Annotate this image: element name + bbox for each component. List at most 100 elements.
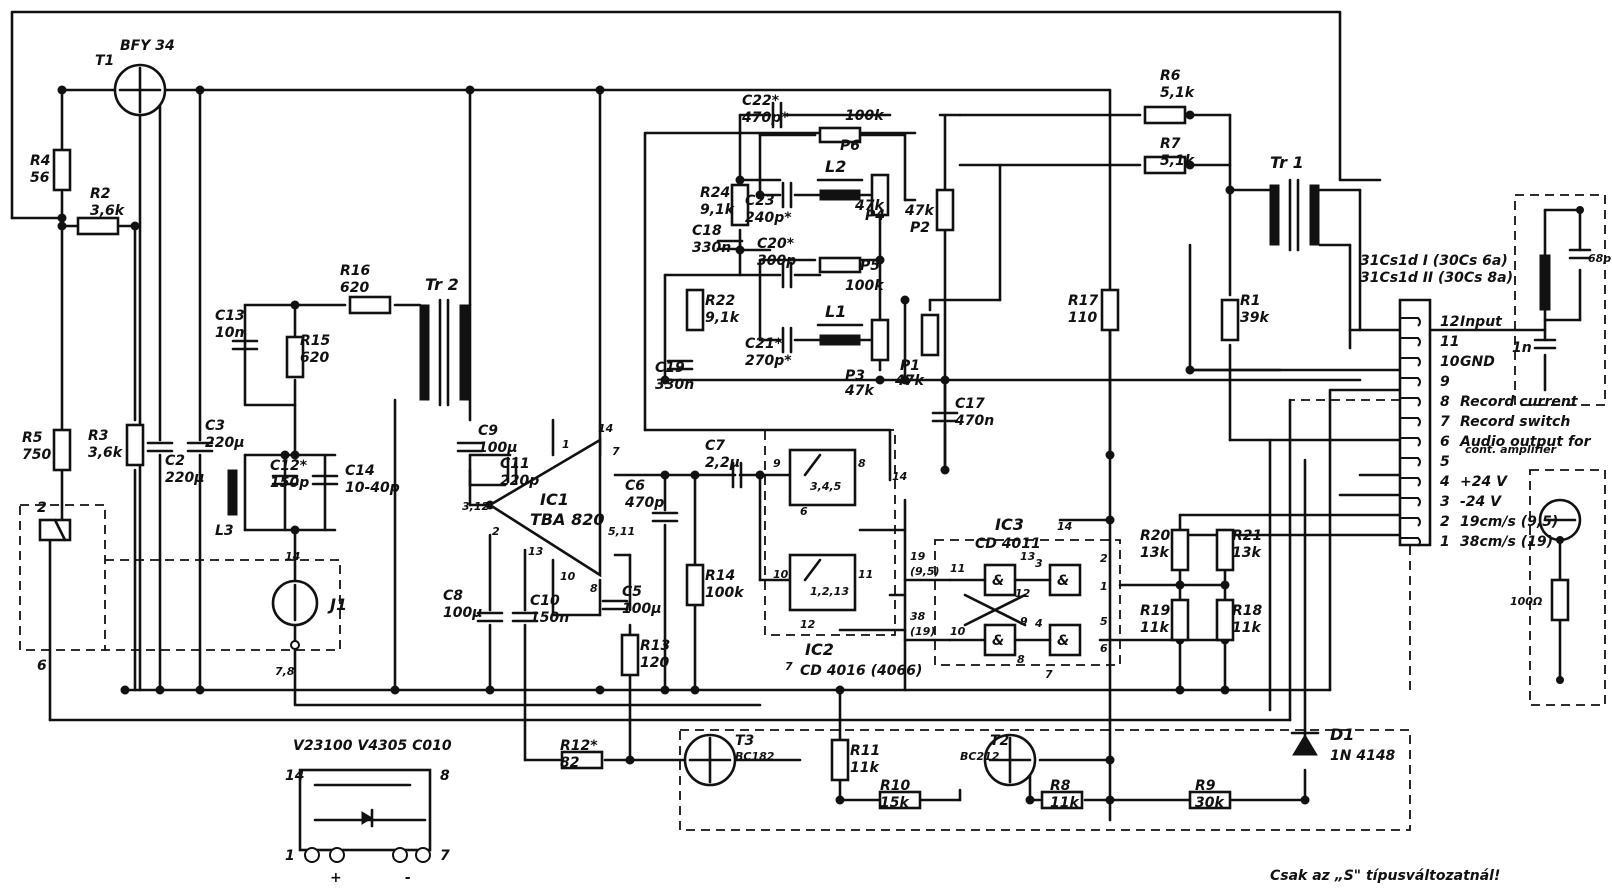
r3-ref: R3 <box>88 428 109 444</box>
r3-value: 3,6k <box>88 445 124 461</box>
c21-value: 270p* <box>745 353 792 369</box>
inductor-l1: L1 <box>816 302 864 346</box>
head-label-1: 31Cs1d I (30Cs 6a) <box>1360 253 1508 269</box>
c13-value: 10n <box>215 325 244 341</box>
junction-dot <box>465 85 475 95</box>
c12-ref: C12* <box>270 458 308 474</box>
connector-pin-label: GND <box>1460 354 1495 370</box>
c23-value: 240p* <box>745 210 792 226</box>
pin-label-ic1-2: 2 <box>492 525 500 538</box>
transformer-tr1: Tr 1 <box>1269 153 1320 252</box>
c8-ref: C8 <box>443 588 463 604</box>
connector-pin-number: 12 <box>1440 314 1459 330</box>
junction-dot <box>390 685 400 695</box>
relay-pin-7: 7 <box>440 848 450 864</box>
pin-label-sw1-9: 9 <box>773 457 781 470</box>
r10-value: 15k <box>880 795 910 811</box>
c20-ref: C20* <box>757 236 795 252</box>
r15-ref: R15 <box>300 333 331 349</box>
pin-label-sw1-8: 8 <box>858 457 866 470</box>
r6-value: 5,1k <box>1160 85 1196 101</box>
junction-dot <box>660 375 670 385</box>
r10-ref: R10 <box>880 778 911 794</box>
junction-dot <box>755 470 765 480</box>
connector-pin-number: 4 <box>1439 474 1450 490</box>
c5-value: 100μ <box>622 601 662 617</box>
p4-value: 47k <box>854 198 885 214</box>
resistor-r7: R75,1k <box>1143 136 1196 175</box>
junction-dot <box>130 221 140 231</box>
r22-ref: R22 <box>705 293 735 309</box>
connector-pin-number: 9 <box>1440 374 1450 390</box>
r19-value: 11k <box>1140 620 1170 636</box>
capacitor-c12: C12*150p <box>270 458 309 491</box>
dashed-outlines <box>19 194 1606 831</box>
c17-ref: C17 <box>955 396 985 412</box>
ic3-nand-gates: & & & & IC3 CD 4011 <box>948 515 1082 657</box>
c22-ref: C22* <box>742 93 780 109</box>
r7-ref: R7 <box>1160 136 1181 152</box>
p1-value: 47k <box>894 373 925 389</box>
r7-value: 5,1k <box>1160 153 1196 169</box>
c3-ref: C3 <box>205 418 225 434</box>
r15-value: 620 <box>300 350 329 366</box>
junction-dot <box>1025 795 1035 805</box>
relay-pin-8: 8 <box>440 768 450 784</box>
junction-dot <box>120 685 130 695</box>
r4-value: 56 <box>30 170 50 186</box>
tr1-ref: Tr 1 <box>1270 153 1304 172</box>
pin-label-ic2-14: 14 <box>892 470 907 483</box>
p4-ref: P4 <box>865 208 885 224</box>
r22-value: 9,1k <box>705 310 741 326</box>
l1-ref: L1 <box>825 302 846 321</box>
r8-value: 11k <box>1050 795 1080 811</box>
junction-dot <box>690 685 700 695</box>
pin-label-g-10: 10 <box>950 625 966 638</box>
pin-label-ic1-1: 1 <box>562 438 570 451</box>
nand-label-4: & <box>1057 633 1069 649</box>
junction-dot <box>1105 515 1115 525</box>
junction-dot <box>1225 185 1235 195</box>
t3-ref: T3 <box>735 733 754 749</box>
junction-dot <box>195 685 205 695</box>
nand-label-1: & <box>992 573 1004 589</box>
pin-label-sw2-10: 10 <box>773 568 789 581</box>
d1-ref: D1 <box>1330 725 1354 744</box>
pin-label-g-2: 2 <box>1100 552 1108 565</box>
junction-dot <box>735 175 745 185</box>
head-cap2: 1n <box>1512 340 1532 356</box>
r12-value: 82 <box>560 755 579 771</box>
transistor-t1: T1 BFY 34 <box>95 38 175 117</box>
t2-ref: T2 <box>990 733 1009 749</box>
connector-pin-4: 4+24 V <box>1400 474 1508 490</box>
junction-dot <box>290 525 300 535</box>
pin-label-g-4: 4 <box>1034 617 1043 630</box>
c9-ref: C9 <box>478 423 498 439</box>
r13-ref: R13 <box>640 638 670 654</box>
junction-dot <box>1105 450 1115 460</box>
relay: V23100 V4305 C010 14 8 1 7 + - <box>285 738 452 886</box>
connector-pin-number: 5 <box>1440 454 1450 470</box>
r4-ref: R4 <box>30 153 51 169</box>
p6-value: 100k <box>845 108 885 124</box>
r20-ref: R20 <box>1140 528 1171 544</box>
t3-type: BC182 <box>735 750 775 763</box>
junction-dot <box>660 685 670 695</box>
